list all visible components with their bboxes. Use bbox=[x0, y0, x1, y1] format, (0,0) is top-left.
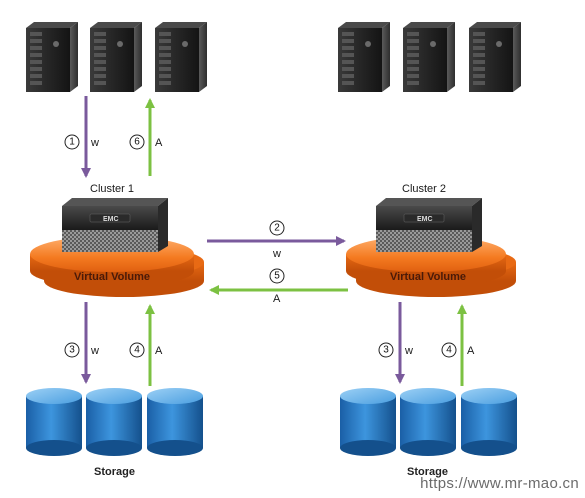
svg-text:1: 1 bbox=[69, 137, 75, 148]
step-badge: 1 bbox=[64, 134, 80, 150]
disk-cylinder-icon bbox=[340, 388, 396, 456]
step-badge: 4 bbox=[129, 342, 145, 358]
storage-appliance-icon: EMC bbox=[376, 198, 482, 252]
cluster2-label: Cluster 2 bbox=[402, 183, 446, 195]
step-badge: 6 bbox=[129, 134, 145, 150]
server-tower-icon bbox=[26, 22, 78, 92]
cluster1-hosts bbox=[26, 22, 207, 92]
disk-cylinder-icon bbox=[86, 388, 142, 456]
cluster1-storage-label: Storage bbox=[94, 466, 135, 478]
step-letter: w bbox=[90, 345, 99, 357]
server-tower-icon bbox=[469, 22, 521, 92]
server-tower-icon bbox=[403, 22, 455, 92]
svg-text:EMC: EMC bbox=[103, 216, 119, 223]
step-letter: A bbox=[467, 345, 475, 357]
disk-cylinder-icon bbox=[461, 388, 517, 456]
server-tower-icon bbox=[155, 22, 207, 92]
svg-text:4: 4 bbox=[134, 345, 140, 356]
svg-text:4: 4 bbox=[446, 345, 452, 356]
step-badge: 2 bbox=[269, 220, 285, 236]
step-badge: 5 bbox=[269, 268, 285, 284]
step-badge: 3 bbox=[64, 342, 80, 358]
step-letter: A bbox=[155, 137, 163, 149]
disk-cylinder-icon bbox=[147, 388, 203, 456]
step-letter: w bbox=[404, 345, 413, 357]
svg-text:2: 2 bbox=[274, 223, 280, 234]
disk-cylinder-icon bbox=[26, 388, 82, 456]
svg-text:3: 3 bbox=[383, 345, 389, 356]
cluster2-storage bbox=[340, 388, 517, 456]
disk-cylinder-icon bbox=[400, 388, 456, 456]
cluster1-storage bbox=[26, 388, 203, 456]
cluster2-hosts bbox=[338, 22, 521, 92]
volume-label: Virtual Volume bbox=[74, 271, 150, 283]
svg-text:5: 5 bbox=[274, 271, 280, 282]
volume-label: Virtual Volume bbox=[390, 271, 466, 283]
svg-text:6: 6 bbox=[134, 137, 140, 148]
step-badge: 4 bbox=[441, 342, 457, 358]
step-letter: w bbox=[90, 137, 99, 149]
storage-appliance-icon: EMC bbox=[62, 198, 168, 252]
watermark-url: https://www.mr-mao.cn bbox=[420, 475, 579, 492]
svg-text:EMC: EMC bbox=[417, 216, 433, 223]
svg-text:3: 3 bbox=[69, 345, 75, 356]
cluster1-label: Cluster 1 bbox=[90, 183, 134, 195]
step-letter: A bbox=[155, 345, 163, 357]
step-letter: w bbox=[272, 248, 281, 260]
cluster1-virtual-volume: Virtual Volume bbox=[30, 236, 204, 297]
server-tower-icon bbox=[338, 22, 390, 92]
step-letter: A bbox=[273, 293, 281, 305]
server-tower-icon bbox=[90, 22, 142, 92]
cluster2-storage-label: Storage bbox=[407, 466, 448, 478]
step-badge: 3 bbox=[378, 342, 394, 358]
